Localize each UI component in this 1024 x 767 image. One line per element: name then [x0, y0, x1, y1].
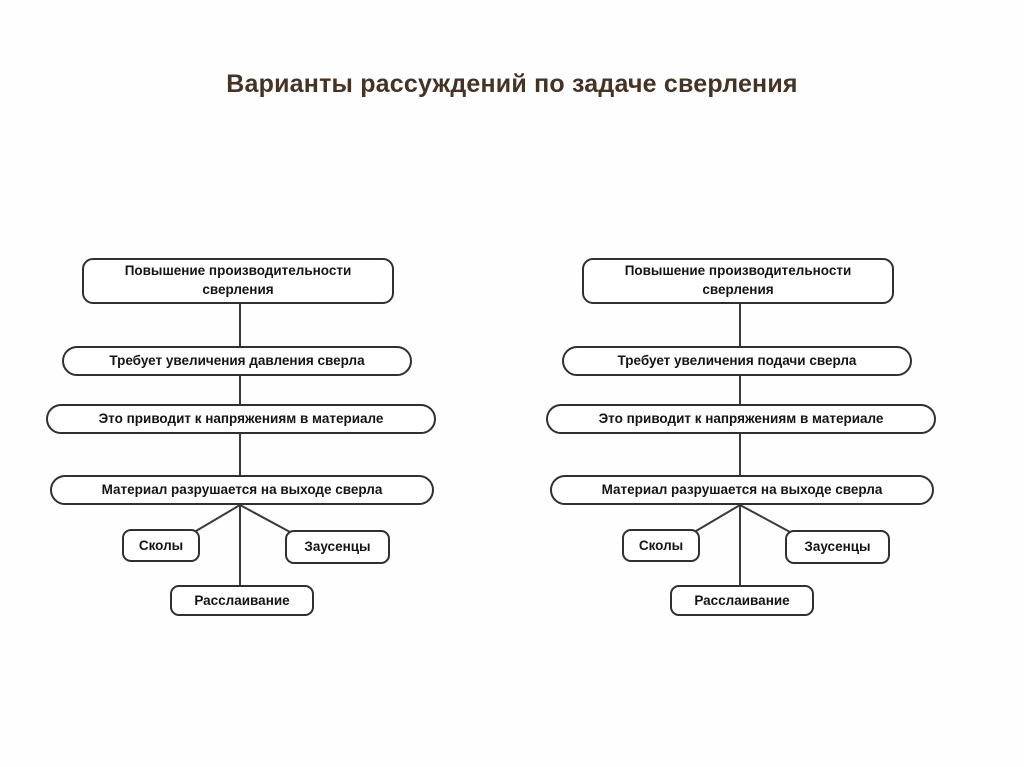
node-root[interactable]: Повышение производительности сверления — [82, 258, 394, 304]
edge-breaks-to-burrs — [739, 504, 791, 533]
node-requires[interactable]: Требует увеличения давления сверла — [62, 346, 412, 376]
node-stress[interactable]: Это приводит к напряжениям в материале — [546, 404, 936, 434]
node-delamination[interactable]: Расслаивание — [170, 585, 314, 616]
node-burrs[interactable]: Заусенцы — [785, 530, 890, 564]
edge-breaks-to-chips — [195, 504, 241, 532]
node-material-breaks[interactable]: Материал разрушается на выходе сверла — [50, 475, 434, 505]
node-root[interactable]: Повышение производительности сверления — [582, 258, 894, 304]
diagram-left: Повышение производительности сверления Т… — [46, 258, 436, 616]
node-stress[interactable]: Это приводит к напряжениям в материале — [46, 404, 436, 434]
edge-breaks-to-chips — [695, 504, 741, 532]
node-delamination[interactable]: Расслаивание — [670, 585, 814, 616]
node-material-breaks[interactable]: Материал разрушается на выходе сверла — [550, 475, 934, 505]
connector-layer-left — [195, 304, 291, 585]
node-chips[interactable]: Сколы — [622, 529, 700, 562]
node-chips[interactable]: Сколы — [122, 529, 200, 562]
connector-layer-right — [695, 304, 791, 585]
page-title: Варианты рассуждений по задаче сверления — [226, 70, 798, 98]
edge-breaks-to-burrs — [239, 504, 291, 533]
node-burrs[interactable]: Заусенцы — [285, 530, 390, 564]
node-requires[interactable]: Требует увеличения подачи сверла — [562, 346, 912, 376]
diagram-right: Повышение производительности сверления Т… — [500, 0, 1012, 767]
